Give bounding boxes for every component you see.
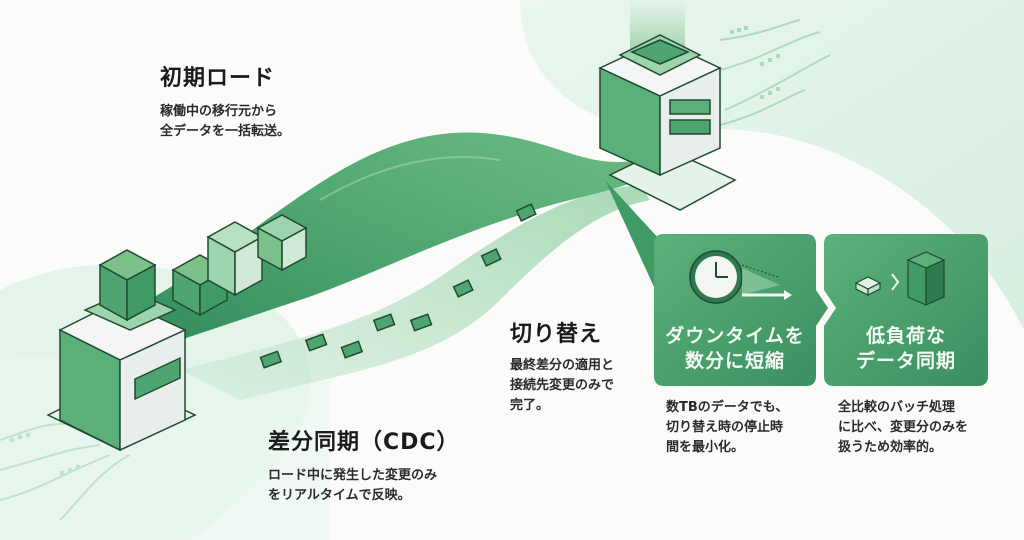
cdc-heading: 差分同期（CDC） — [268, 430, 460, 455]
target-server — [598, 34, 737, 211]
data-block — [256, 214, 308, 272]
benefit-card-title: ダウンタイムを 数分に短縮 — [665, 325, 805, 372]
cutover-heading: 切り替え — [510, 322, 603, 347]
benefit-card-2-bg — [824, 234, 988, 386]
cdc-section: 差分同期（CDC） ロード中に発生した変更のみ をリアルタイムで反映。 — [268, 424, 460, 506]
cutover-section: 切り替え 最終差分の適用と 接続先変更のみで 完了。 — [510, 316, 614, 416]
benefit-card-low-load: 低負荷な データ同期 — [824, 234, 988, 386]
initial-load-section: 初期ロード 稼働中の移行元から 全データを一括転送。 — [160, 60, 290, 142]
cutover-description: 最終差分の適用と 接続先変更のみで 完了。 — [510, 358, 615, 413]
data-block — [206, 221, 264, 297]
data-packet — [409, 313, 433, 332]
data-blocks — [171, 214, 308, 317]
clock-arrow-icon — [689, 250, 792, 304]
initial-load-heading: 初期ロード — [160, 66, 276, 91]
cdc-stream — [180, 185, 650, 400]
data-packet — [515, 203, 537, 222]
cdc-data-packets — [259, 203, 537, 369]
initial-load-stream — [110, 132, 640, 360]
data-packet — [480, 248, 502, 267]
data-packet — [259, 350, 283, 369]
initial-load-description: 稼働中の移行元から 全データを一括転送。 — [160, 104, 291, 139]
data-packet — [340, 340, 364, 359]
cdc-description: ロード中に発生した変更のみ をリアルタイムで反映。 — [268, 468, 438, 503]
data-packet — [372, 313, 396, 332]
circuit-lines-top — [719, 19, 831, 126]
benefit-card-downtime: ダウンタイムを 数分に短縮 — [654, 234, 816, 386]
benefit-card-title: 低負荷な データ同期 — [855, 325, 956, 372]
data-packet — [452, 279, 474, 298]
benefit-description-downtime: 数TBのデータでも、 切り替え時の停止時 間を最小化。 — [666, 400, 789, 455]
callout-pointer — [605, 180, 660, 300]
data-packet — [304, 333, 328, 352]
small-to-large-block-icon — [854, 251, 946, 306]
source-server — [46, 249, 197, 452]
benefit-description-low-load: 全比較のバッチ処理 に比べ、変更分のみを 扱うため効率的。 — [838, 400, 969, 455]
